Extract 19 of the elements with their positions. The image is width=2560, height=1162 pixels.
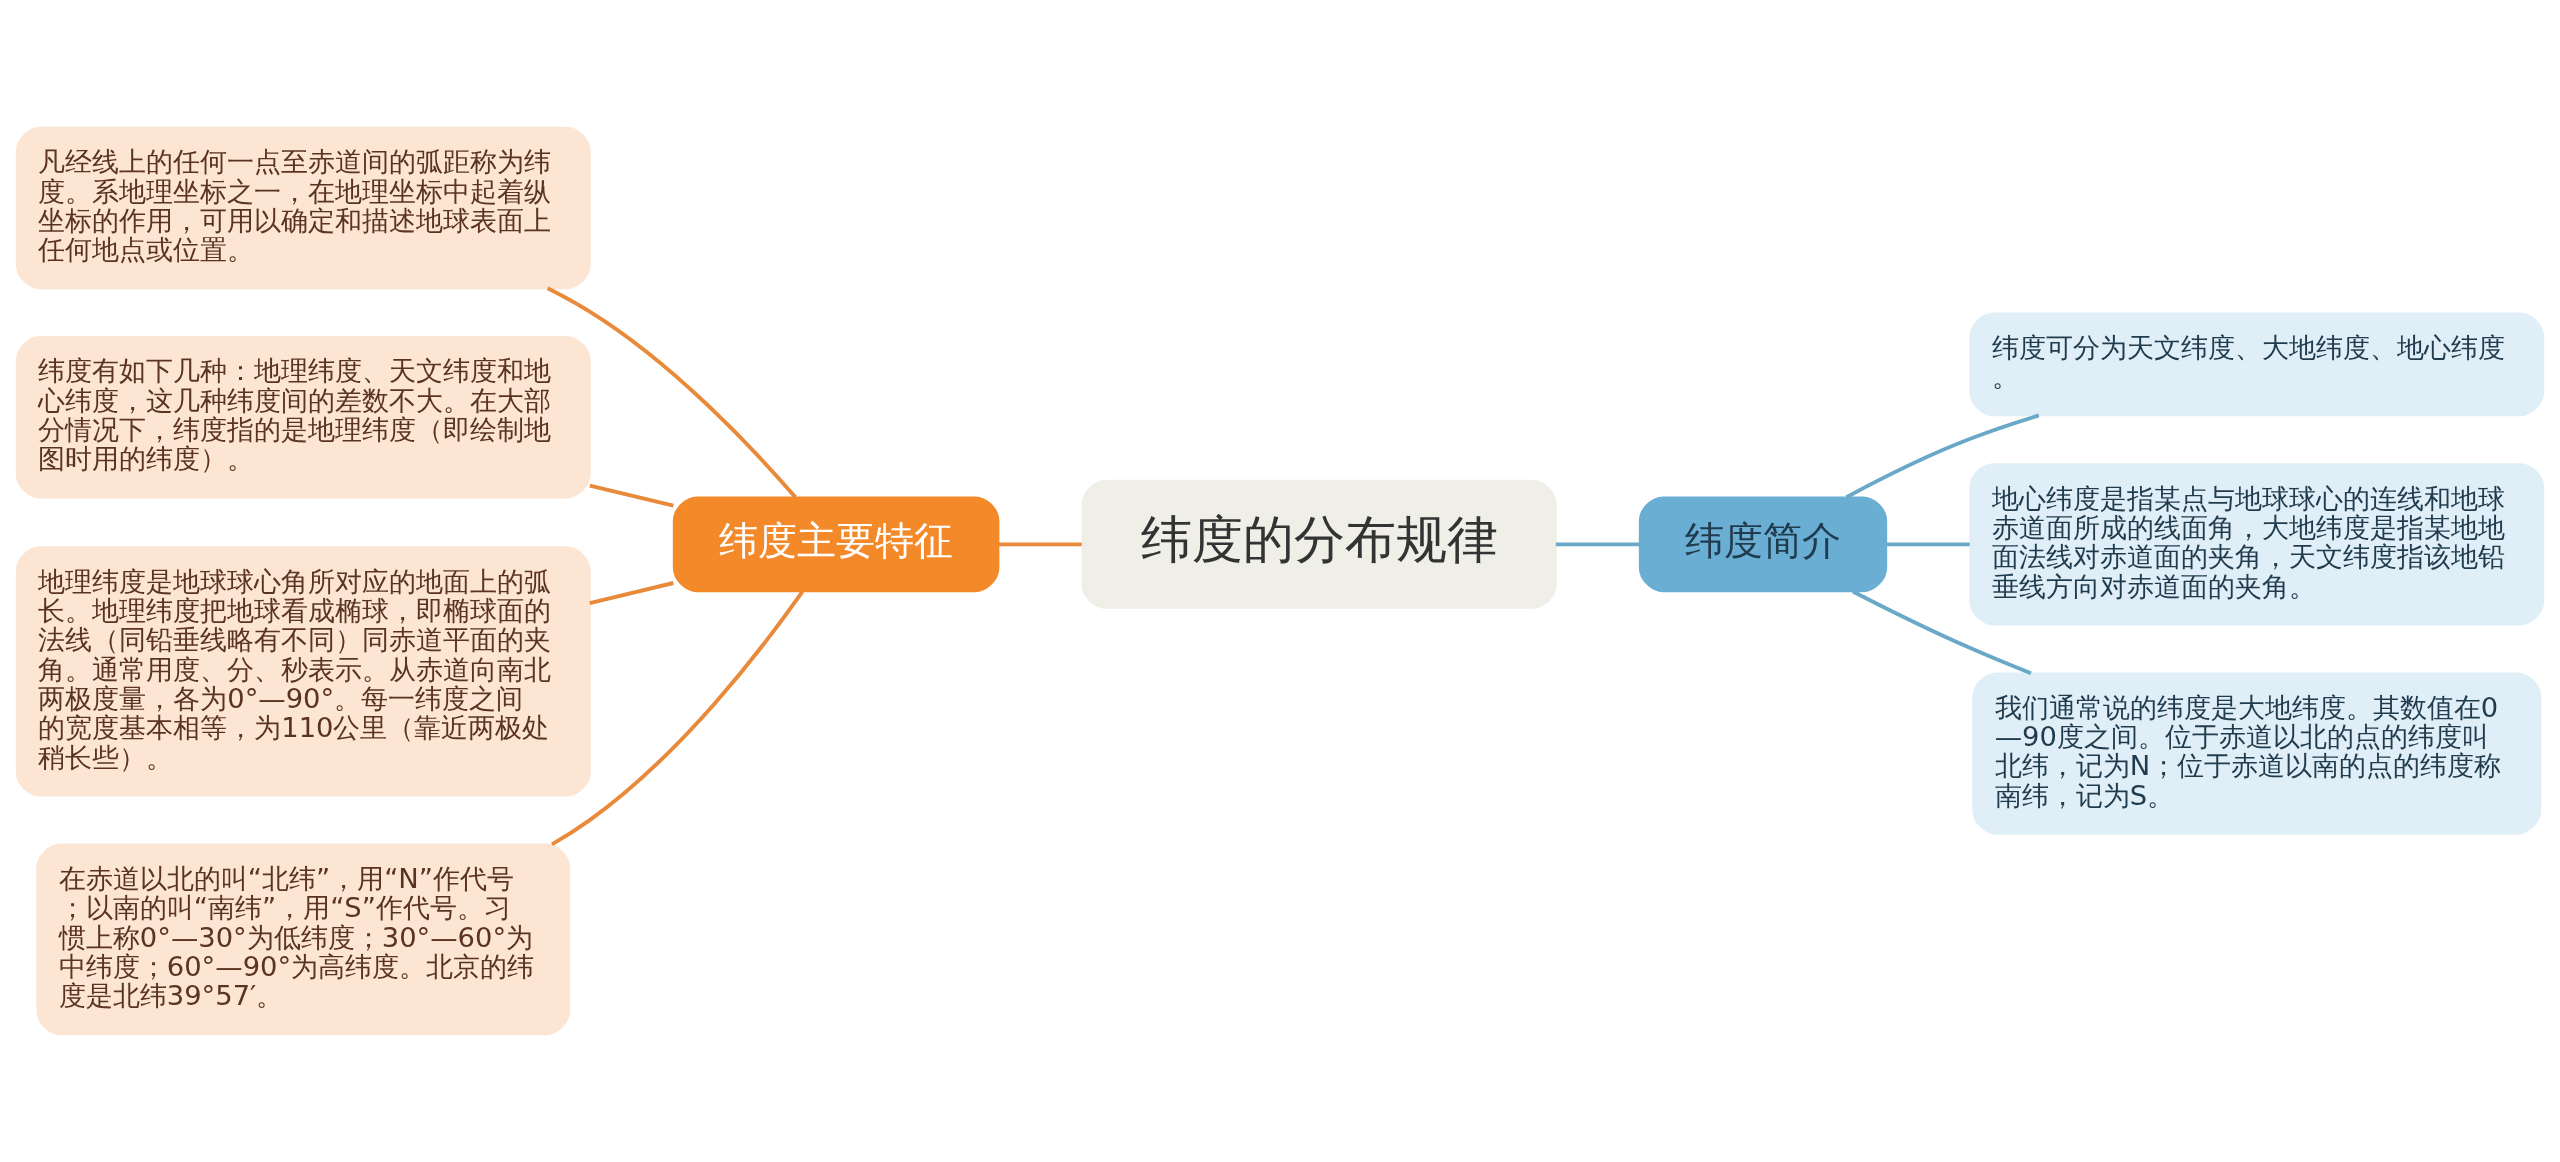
node-box: 纬度主要特征 [672, 496, 1000, 593]
connector [1555, 542, 1640, 547]
node-box: 纬度可分为天文纬度、大地纬度、地心纬度。 [1969, 312, 2545, 417]
connector [1845, 413, 2040, 499]
connector [589, 581, 674, 605]
connector [550, 590, 805, 847]
node-box: 我们通常说的纬度是大地纬度。其数值在0—90度之间。位于赤道以北的点的纬度叫北纬，记为N；位于赤道以南的点的纬度称南纬，记为S。 [1972, 672, 2542, 835]
node-box: 纬度有如下几种：地理纬度、天文纬度和地心纬度，这几种纬度间的差数不大。在大部分情况下，纬度指的是地理纬度（即绘制地图时用的纬度）。 [15, 336, 591, 499]
node-box: 地理纬度是地球球心角所对应的地面上的弧长。地理纬度把地球看成椭球，即椭球面的法线（同铅垂线略有不同）同赤道平面的夹角。通常用度、分、秒表示。从赤道向南北两极度量，各为0°—90°。每一纬度之间的宽度基本相等，为110公里（靠近两极处稍长些）。 [15, 546, 591, 797]
connector [1886, 542, 1970, 547]
connector [998, 542, 1082, 547]
node-box: 纬度简介 [1638, 496, 1888, 593]
connector [589, 483, 674, 508]
connector [546, 286, 797, 499]
node-box: 在赤道以北的叫“北纬”，用“N”作代号；以南的叫“南纬”，用“S”作代号。习惯上称0°—30°为低纬度；30°—60°为中纬度；60°—90°为高纬度。北京的纬度是北纬39°57′。 [36, 843, 571, 1036]
node-box: 纬度的分布规律 [1081, 479, 1557, 609]
connector [1851, 589, 2032, 675]
node-box: 凡经线上的任何一点至赤道间的弧距称为纬度。系地理坐标之一，在地理坐标中起着纵坐标的作用，可用以确定和描述地球表面上任何地点或位置。 [15, 126, 591, 290]
node-box: 地心纬度是指某点与地球球心的连线和地球赤道面所成的线面角，大地纬度是指某地地面法线对赤道面的夹角，天文纬度指该地铅垂线方向对赤道面的夹角。 [1969, 463, 2545, 626]
